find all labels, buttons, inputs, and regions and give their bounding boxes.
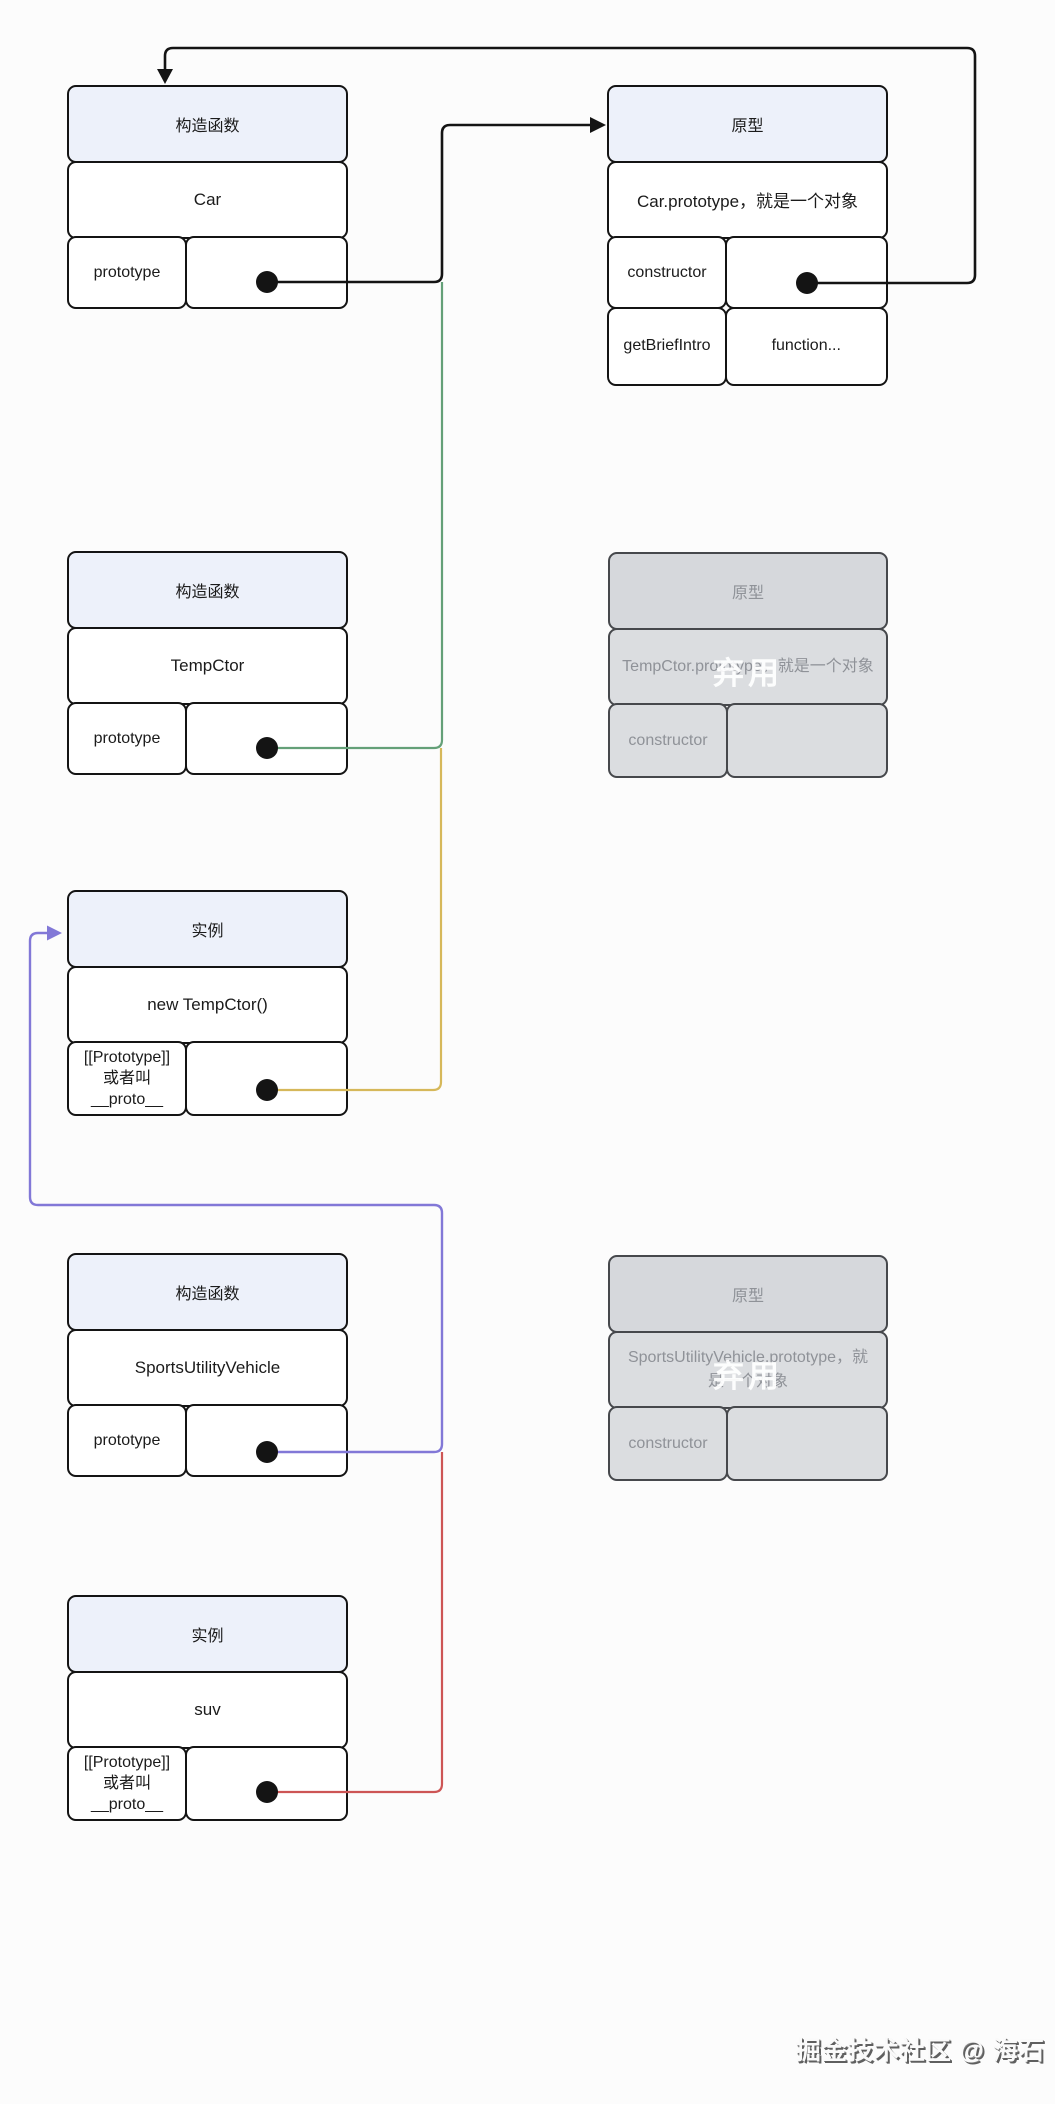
key-constructor: constructor (608, 703, 728, 778)
arrowhead-car-prototype-to-proto (590, 117, 606, 133)
key-prototype: prototype (67, 236, 187, 309)
key-internal-proto: [[Prototype]] 或者叫 __proto__ (67, 1746, 187, 1821)
node-suv-prototype-deprecated: 弃用 原型 SportsUtilityVehicle.prototype，就是一… (608, 1255, 888, 1481)
node-value: SportsUtilityVehicle.prototype，就是一个对象 (608, 1330, 888, 1409)
pointer-cell (184, 236, 348, 309)
pointer-cell (724, 236, 888, 309)
key-prototype: prototype (67, 1404, 187, 1477)
node-tempctor-constructor: 构造函数 TempCtor prototype (67, 551, 348, 775)
node-title: 构造函数 (67, 551, 348, 629)
node-value: new TempCtor() (67, 965, 348, 1044)
node-value: TempCtor.prototype，就是一个对象 (608, 627, 888, 706)
proto-label-line3: __proto__ (90, 1796, 164, 1814)
node-title: 原型 (608, 552, 888, 630)
node-tempctor-prototype-deprecated: 弃用 原型 TempCtor.prototype，就是一个对象 construc… (608, 552, 888, 778)
node-value: suv (67, 1670, 348, 1749)
node-suv-instance: 实例 suv [[Prototype]] 或者叫 __proto__ (67, 1595, 348, 1821)
proto-label-line1: [[Prototype]] (83, 1753, 171, 1771)
node-title: 原型 (607, 85, 888, 163)
arrowhead-suv-prototype-to-temp-instance (47, 925, 62, 941)
node-temp-instance: 实例 new TempCtor() [[Prototype]] 或者叫 __pr… (67, 890, 348, 1116)
key-constructor: constructor (608, 1406, 728, 1481)
pointer-cell (184, 1404, 348, 1477)
node-suv-constructor: 构造函数 SportsUtilityVehicle prototype (67, 1253, 348, 1477)
pointer-cell (184, 702, 348, 775)
key-internal-proto: [[Prototype]] 或者叫 __proto__ (67, 1041, 187, 1116)
node-value: Car (67, 160, 348, 239)
node-value: SportsUtilityVehicle (67, 1328, 348, 1407)
node-title: 构造函数 (67, 1253, 348, 1331)
key-prototype: prototype (67, 702, 187, 775)
node-value: TempCtor (67, 626, 348, 705)
pointer-cell (184, 1746, 348, 1821)
pointer-cell-empty (725, 1406, 888, 1481)
key-getbriefintro: getBriefIntro (607, 306, 727, 386)
proto-label-line1: [[Prototype]] (83, 1048, 171, 1066)
node-title: 实例 (67, 1595, 348, 1673)
value-function: function... (724, 306, 888, 386)
node-car-prototype: 原型 Car.prototype，就是一个对象 constructor getB… (607, 85, 888, 386)
node-value: Car.prototype，就是一个对象 (607, 160, 888, 239)
credit-watermark: 掘金技术社区 @ 海石 (795, 2037, 1045, 2065)
proto-label-line2: 或者叫 (102, 1774, 151, 1792)
node-title: 构造函数 (67, 85, 348, 163)
proto-label-line2: 或者叫 (102, 1069, 151, 1087)
node-title: 原型 (608, 1255, 888, 1333)
proto-label-line3: __proto__ (90, 1091, 164, 1109)
pointer-cell (184, 1041, 348, 1116)
node-car-constructor: 构造函数 Car prototype (67, 85, 348, 309)
key-constructor: constructor (607, 236, 727, 309)
arrowhead-constructor-to-car-ctor (157, 69, 173, 84)
pointer-cell-empty (725, 703, 888, 778)
node-title: 实例 (67, 890, 348, 968)
